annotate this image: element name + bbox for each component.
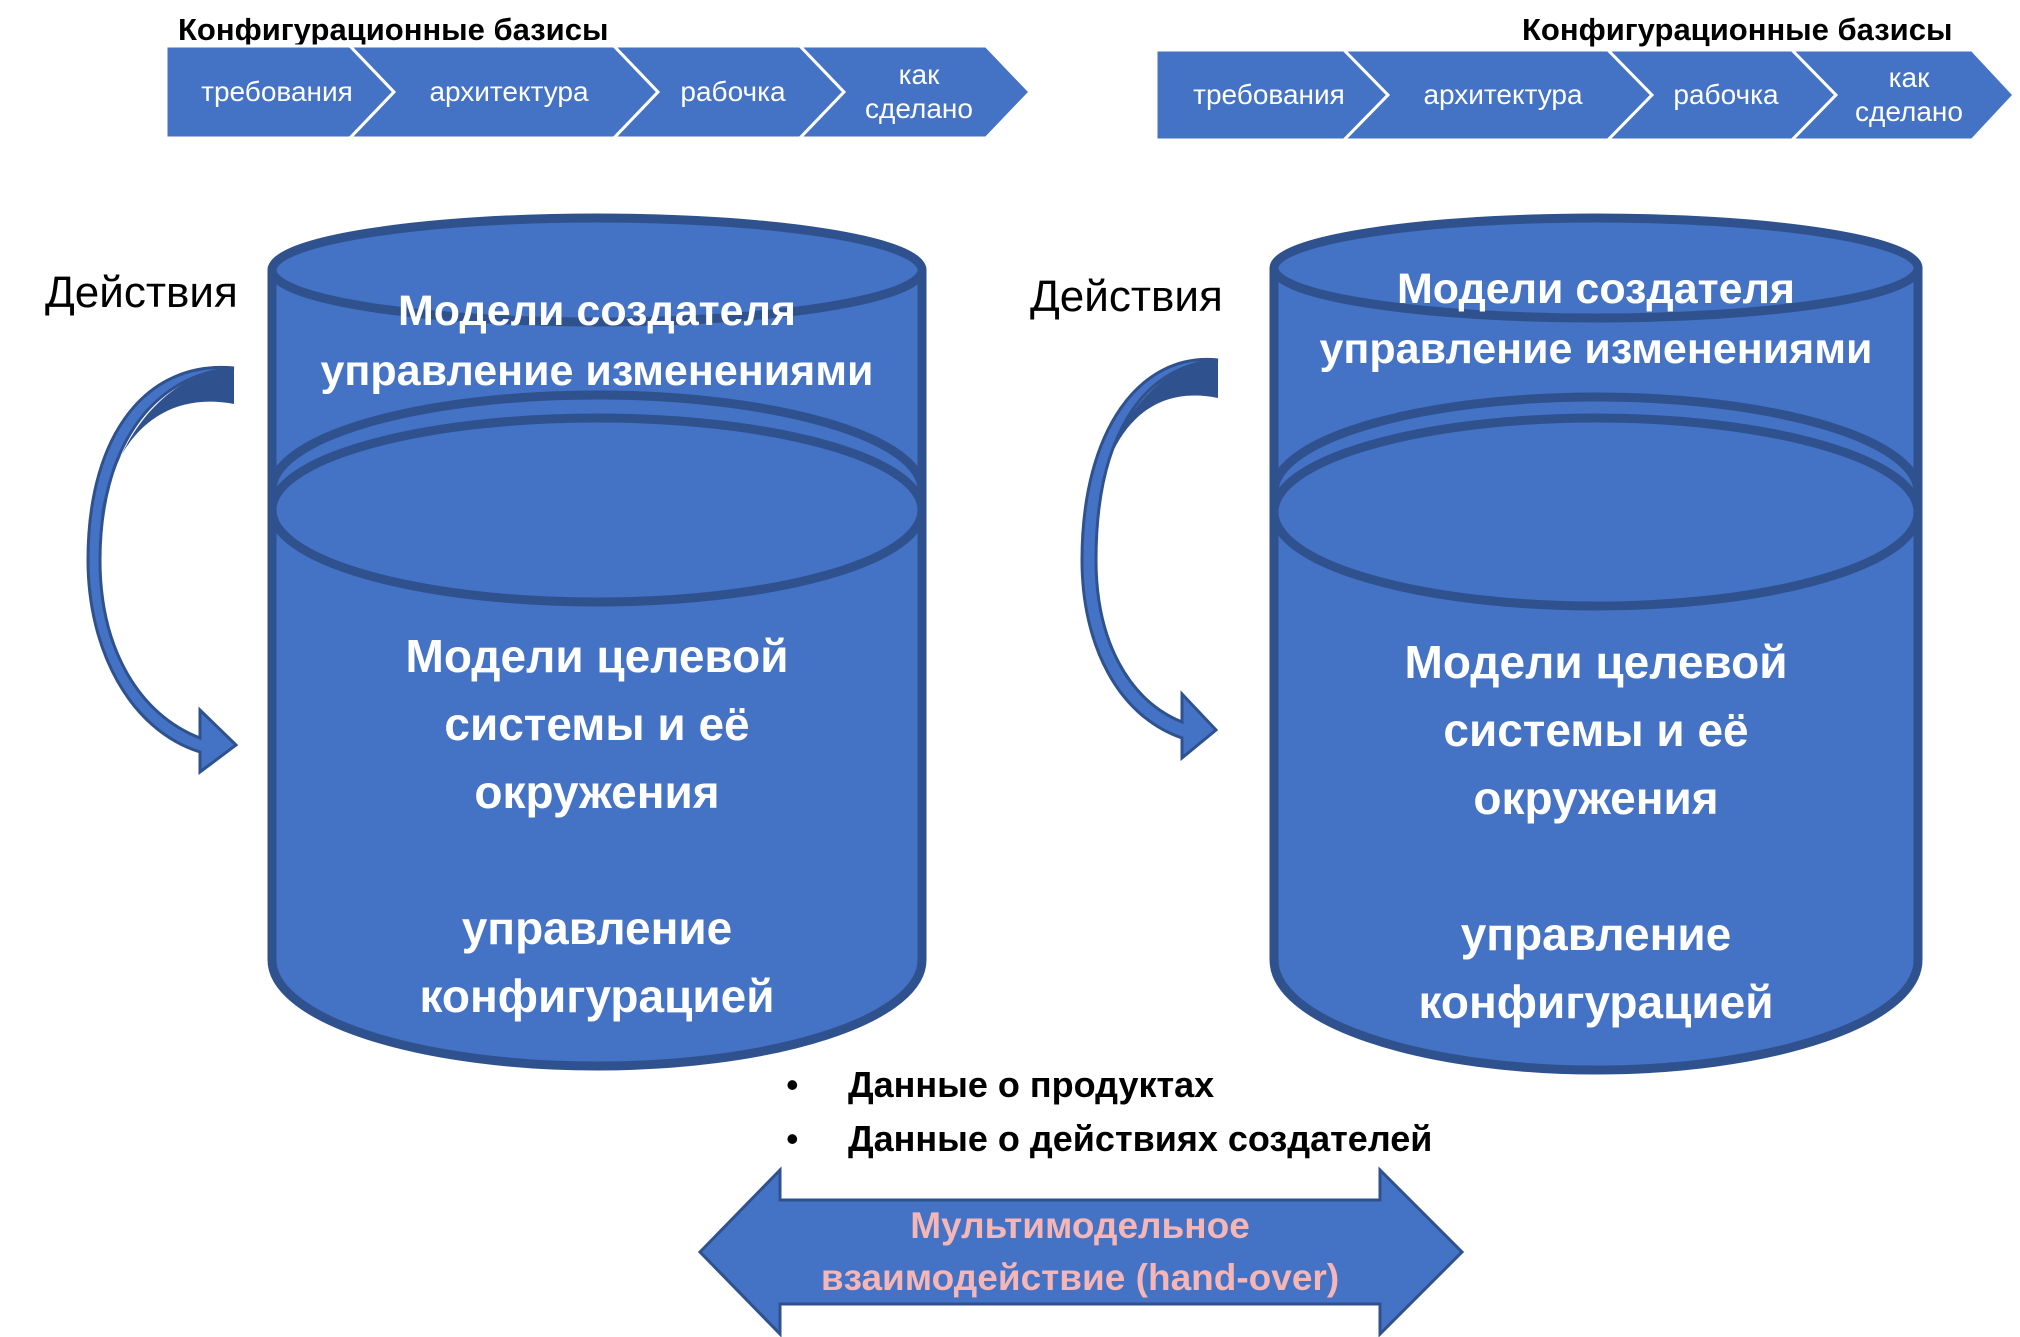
handover-line-1: Мультимодельное: [910, 1205, 1250, 1246]
left-chevron-label-4: как сделано: [865, 59, 973, 124]
left-chevron-label-3: рабочка: [680, 76, 786, 108]
left-chevron-4: [796, 44, 1033, 140]
handover-line-2: взаимодействие (hand-over): [820, 1257, 1340, 1298]
bullet-dot: •: [786, 1118, 799, 1159]
right-db-top-text: Модели создателя управление изменениями: [1274, 254, 1918, 384]
left-basis-title: Конфигурационные базисы: [178, 12, 609, 47]
left-db-main-line-1: Модели целевой: [405, 630, 789, 682]
left-db-main-line-5: управление: [461, 902, 733, 954]
left-chevron-label-2: архитектура: [429, 76, 589, 108]
right-curved-arrow: [1080, 357, 1219, 762]
left-db-main-text: Модели целевой системы и её окружения уп…: [272, 616, 922, 1036]
handover-label: Мультимодельное взаимодействие (hand-ove…: [780, 1200, 1380, 1304]
right-db-main-line-2: системы и её: [1443, 704, 1749, 756]
left-curved-arrow: [86, 365, 239, 775]
left-chevron-label-1: требования: [201, 76, 353, 108]
left-db-top-text: Модели создателя управление изменениями: [272, 276, 922, 406]
right-chevron-label-3: рабочка: [1673, 79, 1779, 111]
left-db-top-line-1: Модели создателя: [397, 287, 796, 335]
right-cylinder: [1269, 213, 1923, 1075]
left-db-top-line-2: управление изменениями: [320, 347, 874, 395]
right-db-main-text: Модели целевой системы и её окружения уп…: [1274, 622, 1918, 1042]
right-db-main-line-6: конфигурацией: [1418, 976, 1774, 1028]
bullet-text-actions: Данные о действиях создателей: [848, 1118, 1433, 1159]
right-chevron-label-1: требования: [1193, 79, 1345, 111]
bullet-text-products: Данные о продуктах: [848, 1064, 1215, 1105]
bullet-item-products: • Данные о продуктах: [786, 1058, 1432, 1112]
right-db-top-line-1: Модели создателя: [1396, 265, 1795, 313]
right-db-main-line-5: управление: [1460, 908, 1732, 960]
right-basis-title: Конфигурационные базисы: [1522, 12, 1953, 47]
left-db-main-line-6: конфигурацией: [419, 970, 775, 1022]
data-bullet-list: • Данные о продуктах • Данные о действия…: [786, 1058, 1432, 1166]
left-db-main-line-2: системы и её: [444, 698, 750, 750]
right-action-label: Действия: [1030, 272, 1223, 321]
right-chevron-label-4: как сделано: [1855, 62, 1963, 127]
bullet-item-actions: • Данные о действиях создателей: [786, 1112, 1432, 1166]
right-chevron-4: [1788, 48, 2017, 142]
bullet-dot: •: [786, 1064, 799, 1105]
right-db-top-line-2: управление изменениями: [1319, 325, 1873, 373]
left-db-main-line-3: окружения: [474, 766, 720, 818]
right-db-main-line-1: Модели целевой: [1404, 636, 1788, 688]
left-cylinder: [267, 213, 927, 1071]
right-chevron-label-2: архитектура: [1423, 79, 1583, 111]
handover-double-arrow: [697, 1166, 1465, 1337]
left-action-label: Действия: [45, 268, 238, 317]
right-db-main-line-3: окружения: [1473, 772, 1719, 824]
